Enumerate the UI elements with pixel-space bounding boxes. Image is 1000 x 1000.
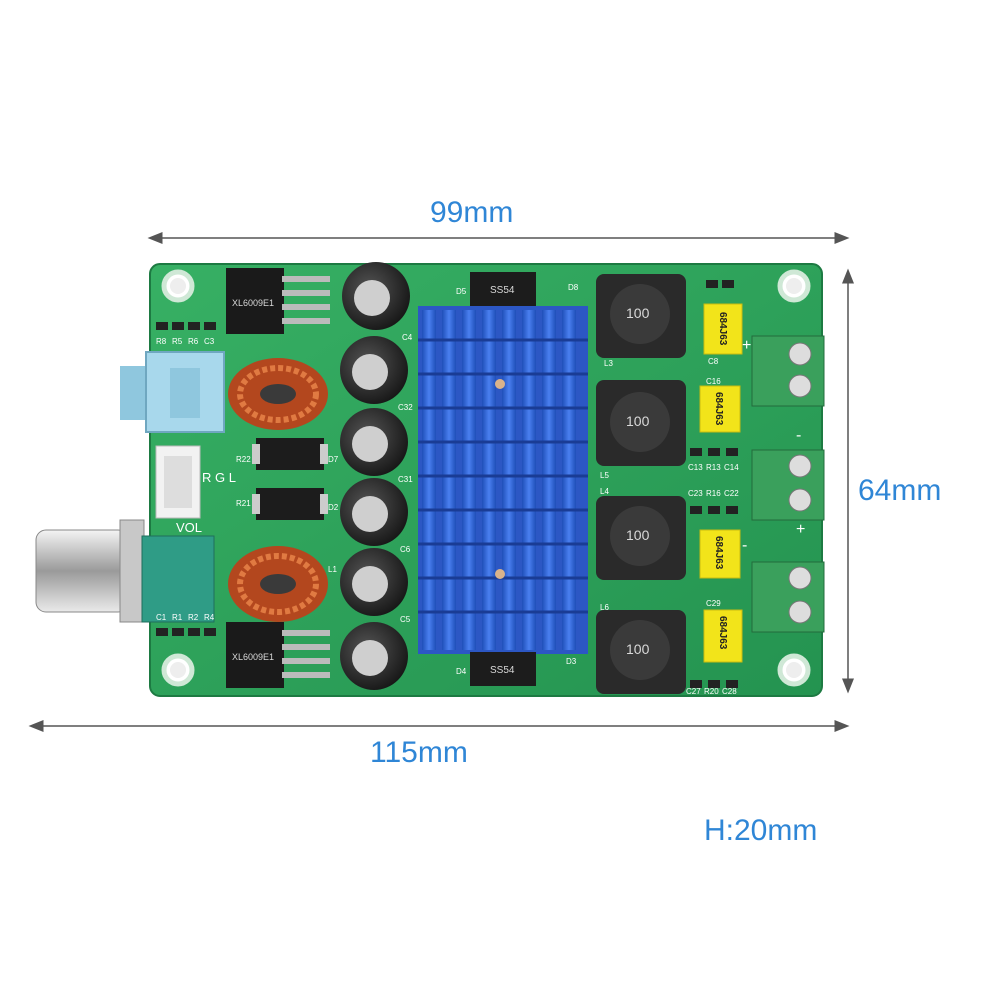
audio-input-jack	[120, 351, 225, 433]
silk-c28: C28	[722, 687, 737, 696]
silk-r1: R1	[172, 613, 183, 622]
silk-d8: D8	[568, 283, 579, 292]
dimension-width-bottom-label: 115mm	[370, 736, 468, 769]
volume-potentiometer	[35, 519, 215, 623]
square-inductors	[596, 274, 686, 694]
silk-r16: R16	[706, 489, 721, 498]
silk-c5: C5	[400, 615, 411, 624]
silk-r22: R22	[236, 455, 251, 464]
diode-d5-marking: SS54	[490, 285, 515, 296]
silk-r8: R8	[156, 337, 167, 346]
silk-l5: L5	[600, 471, 609, 480]
dimension-height-z-label: H:20mm	[704, 814, 818, 847]
silk-c3: C3	[204, 337, 215, 346]
silk-c13: C13	[688, 463, 703, 472]
inductor-l5-marking: 100	[626, 413, 650, 429]
silk-c16: C16	[706, 377, 721, 386]
silk-c4: C4	[402, 333, 413, 342]
silk-c14: C14	[724, 463, 739, 472]
rgl-connector	[155, 445, 201, 519]
silk-r6: R6	[188, 337, 199, 346]
diode-d4-marking: SS54	[490, 665, 515, 676]
silk-c27: C27	[686, 687, 701, 696]
film-cap-c8-marking: 684J63	[717, 312, 728, 346]
dimension-width-top-label: 99mm	[430, 196, 514, 229]
silk-c22: C22	[724, 489, 739, 498]
silk-d2: D2	[328, 503, 339, 512]
silk-l1: L1	[328, 565, 337, 574]
film-cap-c16-marking: 684J63	[713, 392, 724, 426]
mounting-holes	[161, 269, 811, 687]
silk-l6: L6	[600, 603, 609, 612]
terminal-plus-top: +	[742, 337, 751, 354]
regulator-chip-bottom-marking: XL6009E1	[232, 652, 274, 662]
silk-r2: R2	[188, 613, 199, 622]
terminal-minus-top: -	[796, 427, 801, 444]
silk-c29: C29	[706, 599, 721, 608]
silk-d7: D7	[328, 455, 339, 464]
smd-resistors	[156, 280, 738, 688]
inductor-l6-marking: 100	[626, 641, 650, 657]
silk-d4: D4	[456, 667, 467, 676]
rgl-label: R G L	[202, 470, 236, 485]
regulator-chip-top	[226, 268, 330, 334]
terminal-plus-mid: +	[796, 521, 805, 538]
inductor-l4-marking: 100	[626, 527, 650, 543]
toroid-inductor-top	[228, 358, 328, 430]
heatsink	[418, 306, 588, 654]
smd-diode-d7	[252, 438, 328, 470]
silk-r20: R20	[704, 687, 719, 696]
silk-c6: C6	[400, 545, 411, 554]
silk-r13: R13	[706, 463, 721, 472]
toroid-inductor-bottom	[228, 546, 328, 622]
film-cap-c19-marking: 684J63	[713, 536, 724, 570]
silk-c32: C32	[398, 403, 413, 412]
inductor-l3-marking: 100	[626, 305, 650, 321]
film-capacitors	[699, 303, 743, 663]
silk-d5: D5	[456, 287, 467, 296]
silk-c31: C31	[398, 475, 413, 484]
smd-diode-d5	[470, 272, 536, 306]
regulator-chip-bottom	[226, 622, 330, 688]
screw-terminals	[751, 335, 825, 633]
smd-diode-d4	[470, 652, 536, 686]
silk-c23: C23	[688, 489, 703, 498]
terminal-minus-mid: -	[742, 537, 747, 554]
silk-c8: C8	[708, 357, 719, 366]
electrolytic-capacitors	[340, 262, 410, 690]
regulator-chip-top-marking: XL6009E1	[232, 298, 274, 308]
silk-d3: D3	[566, 657, 577, 666]
silk-c1: C1	[156, 613, 167, 622]
silk-r4: R4	[204, 613, 215, 622]
smd-diode-d2	[252, 488, 328, 520]
silk-r5: R5	[172, 337, 183, 346]
dimension-height-right-label: 64mm	[858, 474, 942, 507]
silk-l4: L4	[600, 487, 609, 496]
film-cap-c29-marking: 684J63	[717, 616, 728, 650]
silk-l3: L3	[604, 359, 613, 368]
silk-r21: R21	[236, 499, 251, 508]
vol-label: VOL	[176, 520, 202, 535]
